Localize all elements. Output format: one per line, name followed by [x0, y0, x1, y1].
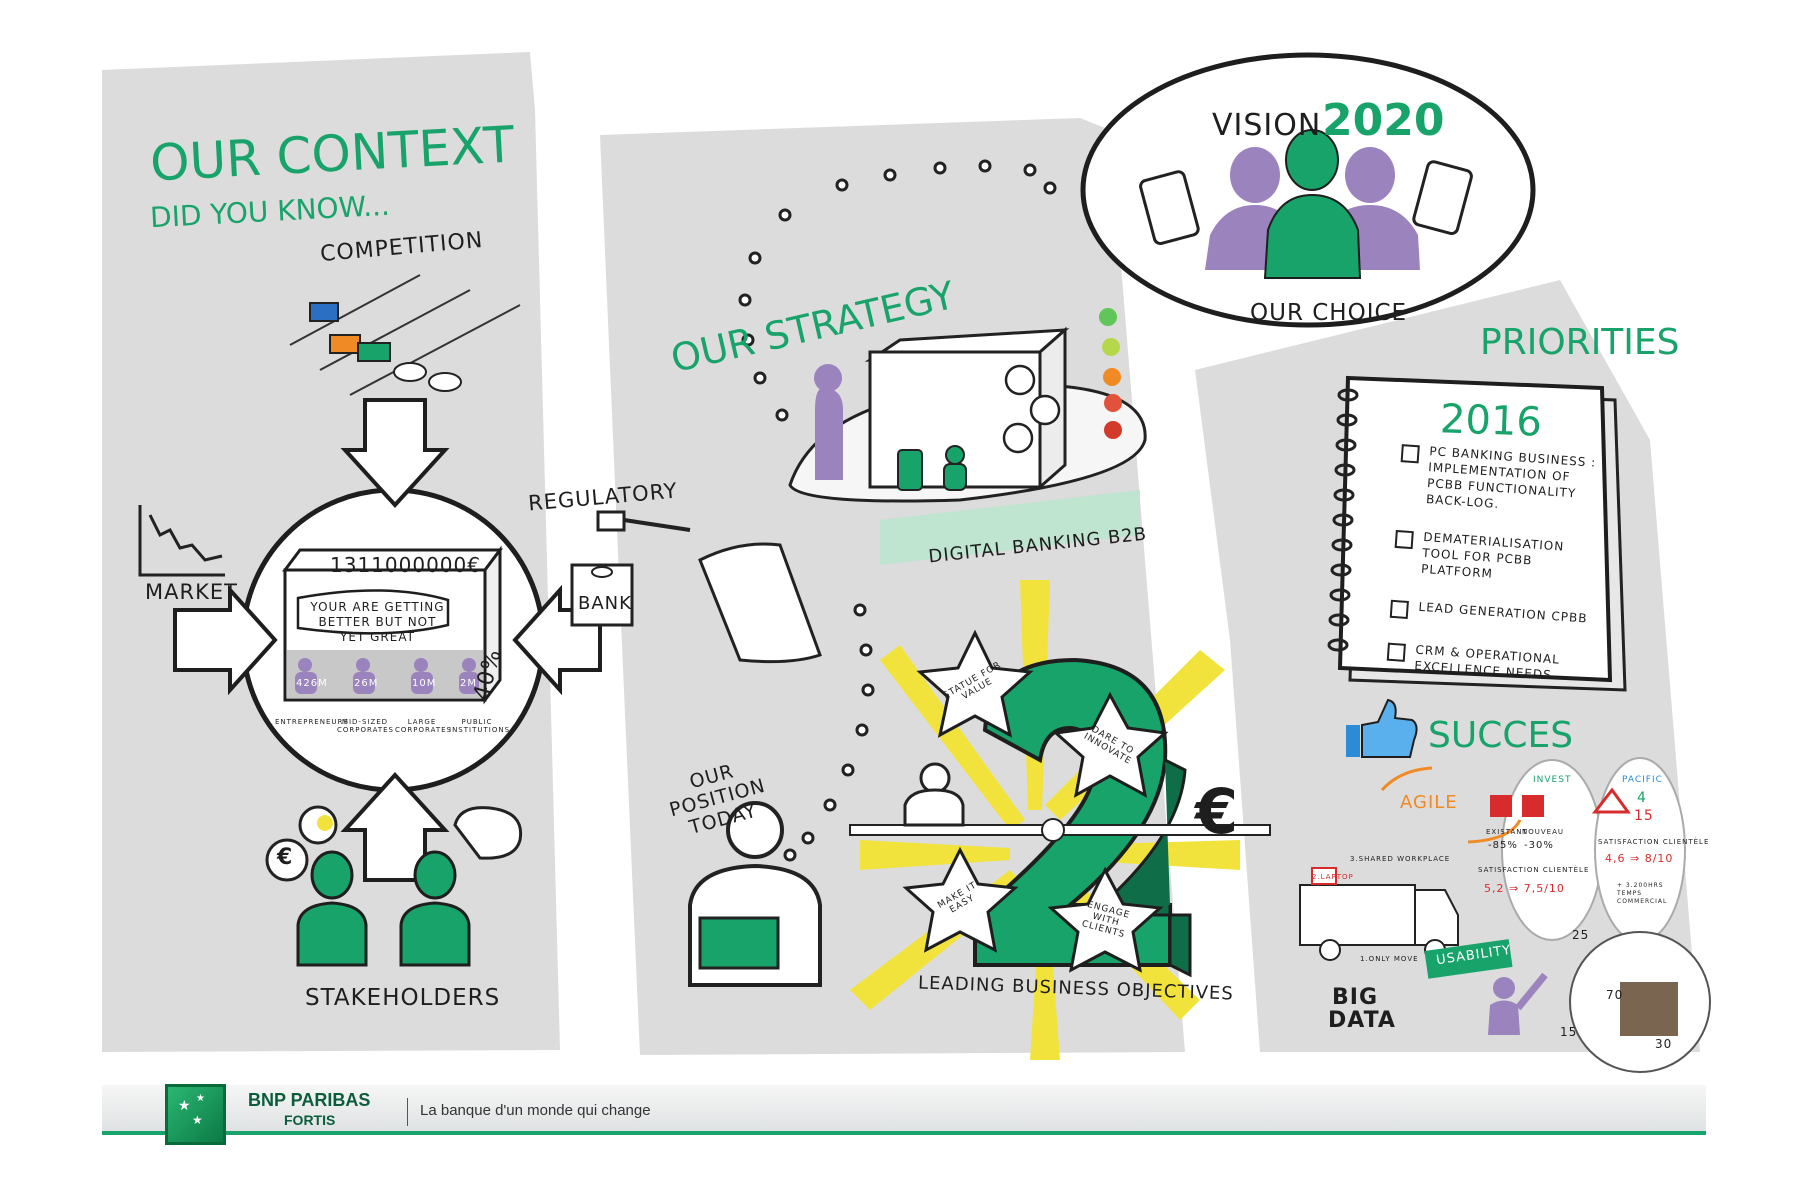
- priority-item: LEAD GENERATION CPBB: [1389, 597, 1596, 632]
- euro-bubble-symbol: €: [277, 845, 294, 870]
- reduction-nouveau: -30%: [1524, 840, 1554, 851]
- checkbox-icon: [1389, 599, 1409, 619]
- segment-label: LARGE CORPORATES: [395, 718, 452, 734]
- laptop-label: 2.LAPTOP: [1312, 873, 1354, 881]
- priorities-list: PC BANKING BUSINESS : IMPLEMENTATION OF …: [1384, 441, 1606, 708]
- bnp-logo-icon: ★ ★ ★: [165, 1084, 226, 1145]
- segment-value: 426M: [296, 678, 328, 689]
- big-data-big: BIG: [1332, 985, 1379, 1010]
- satisfaction-label-invest: SATISFACTION CLIENTÈLE: [1478, 866, 1590, 874]
- footer-brand: BNP PARIBAS: [248, 1090, 371, 1110]
- priority-text: PC BANKING BUSINESS : IMPLEMENTATION OF …: [1425, 444, 1597, 512]
- pacific-four: 4: [1637, 790, 1647, 806]
- vision-label: VISION: [1212, 108, 1322, 143]
- segment-label: PUBLIC INSTITUTIONS: [449, 718, 511, 734]
- euro-symbol: €: [1195, 775, 1239, 848]
- priorities-year: 2016: [1439, 396, 1543, 446]
- pacific-fifteen: 15: [1634, 808, 1654, 824]
- agile-label: AGILE: [1400, 792, 1458, 813]
- number-30: 30: [1655, 1037, 1673, 1051]
- number-70: 70: [1606, 988, 1624, 1002]
- market-label: MARKET: [145, 580, 238, 604]
- checkbox-icon: [1394, 529, 1414, 550]
- vision-year: 2020: [1322, 95, 1445, 146]
- priority-text: CRM & OPERATIONAL EXCELLENCE NEEDS: [1413, 642, 1561, 683]
- footer-tagline: La banque d'un monde qui change: [420, 1102, 651, 1119]
- box-total: 1311000000€: [330, 553, 481, 577]
- number-15: 15: [1560, 1025, 1578, 1039]
- reduction-existant: -85%: [1488, 840, 1518, 851]
- checkbox-icon: [1400, 444, 1420, 464]
- priority-text: DEMATERIALISATION TOOL FOR PCBB PLATFORM: [1420, 529, 1565, 581]
- bank-label: BANK: [578, 593, 632, 614]
- priority-text: LEAD GENERATION CPBB: [1418, 599, 1588, 626]
- segment-value: 26M: [354, 678, 379, 689]
- satisfaction-label-pacific: SATISFACTION CLIENTÈLE: [1598, 838, 1710, 846]
- pacific-label: PACIFIC: [1622, 775, 1663, 785]
- hours-gain: + 3.200HRS TEMPS COMMERCIAL: [1617, 882, 1668, 905]
- nouveau-label: NOUVEAU: [1522, 828, 1564, 836]
- number-25: 25: [1572, 928, 1590, 942]
- satisfaction-pacific: 4,6 ⇒ 8/10: [1605, 852, 1674, 865]
- invest-label: INVEST: [1533, 775, 1572, 785]
- priority-item: CRM & OPERATIONAL EXCELLENCE NEEDS: [1386, 640, 1593, 686]
- succes-title: SUCCES: [1428, 715, 1574, 756]
- footer-sub: FORTIS: [284, 1112, 336, 1128]
- checkbox-icon: [1386, 642, 1406, 662]
- satisfaction-invest: 5,2 ⇒ 7,5/10: [1484, 882, 1565, 895]
- speech-bubble-text: YOUR ARE GETTING BETTER BUT NOT YET GREA…: [310, 600, 445, 644]
- priorities-title: PRIORITIES: [1480, 322, 1680, 363]
- big-data-data: DATA: [1328, 1008, 1396, 1033]
- segment-value: 10M: [412, 678, 437, 689]
- footer-divider: [407, 1098, 408, 1126]
- segment-label: MID-SIZED CORPORATES: [337, 718, 394, 734]
- segment-value: 2M: [460, 678, 477, 689]
- priority-item: PC BANKING BUSINESS : IMPLEMENTATION OF …: [1398, 441, 1607, 519]
- stakeholders-label: STAKEHOLDERS: [305, 985, 501, 1011]
- vision-choice: OUR CHOICE: [1250, 300, 1408, 326]
- shared-workplace: 3.SHARED WORKPLACE: [1350, 855, 1451, 863]
- footer-bar: [102, 1085, 1706, 1135]
- segment-label: ENTREPRENEURS: [275, 718, 349, 726]
- existant-label: EXISTANT: [1486, 828, 1528, 836]
- priority-item: DEMATERIALISATION TOOL FOR PCBB PLATFORM: [1393, 527, 1601, 589]
- only-move: 1.ONLY MOVE: [1360, 955, 1419, 963]
